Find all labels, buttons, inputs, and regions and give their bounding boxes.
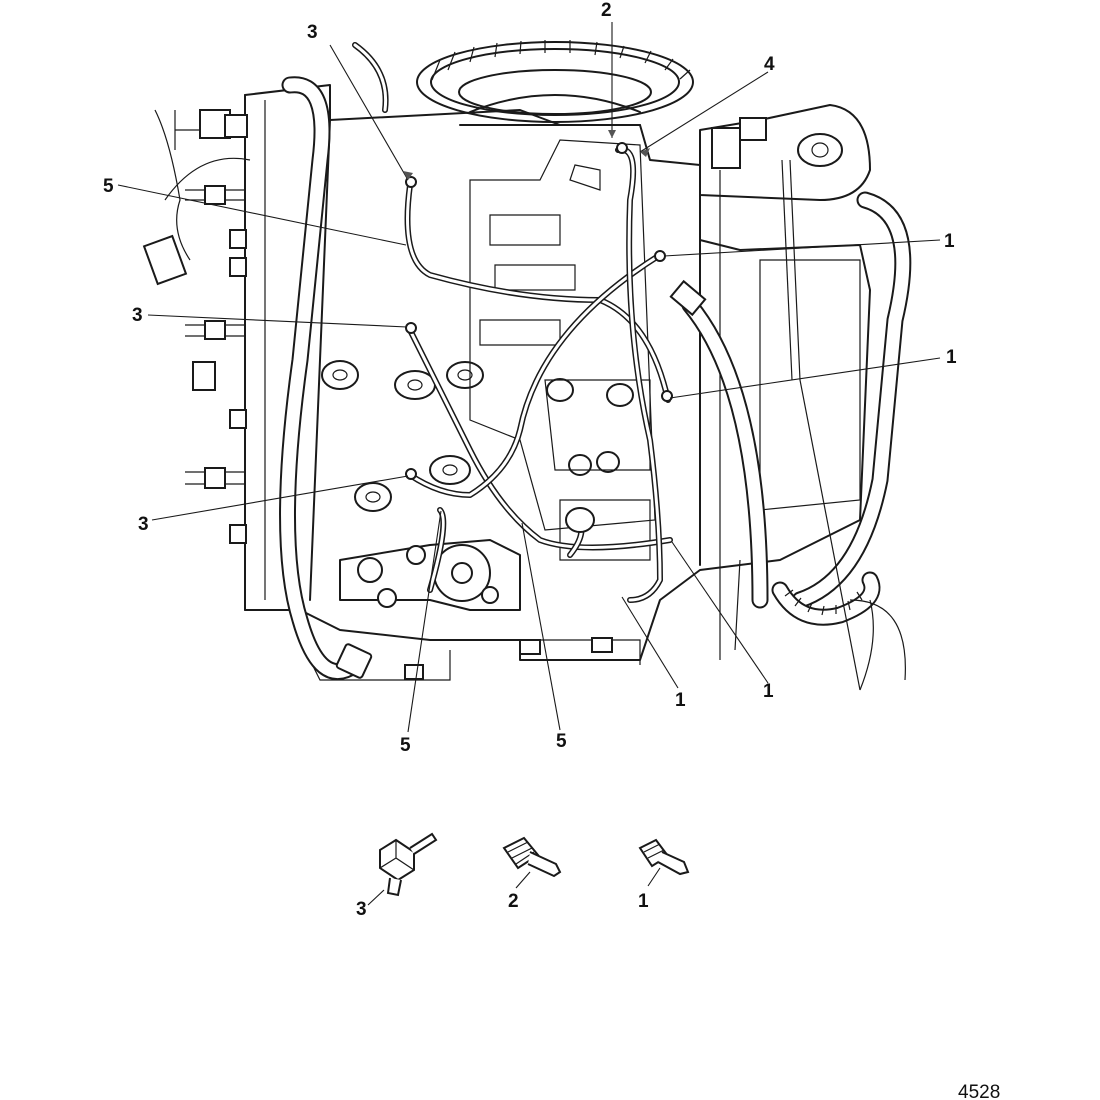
straight-fitting-label: 1 xyxy=(638,891,649,912)
callout-5-left: 5 xyxy=(103,176,114,197)
spark-plugs xyxy=(142,109,248,544)
wire-loom xyxy=(719,559,906,691)
fitting-details: 3 2 1 xyxy=(356,832,690,920)
barbed-fitting-label: 2 xyxy=(508,891,519,912)
wire-harness xyxy=(154,42,389,261)
callout-3-low: 3 xyxy=(138,514,149,535)
barbed-fitting: 2 xyxy=(502,836,562,912)
large-hose-right xyxy=(669,191,912,609)
callout-2-top: 2 xyxy=(601,0,612,21)
air-intake xyxy=(699,104,871,691)
elbow-fitting-label: 3 xyxy=(356,899,367,920)
large-hose-left xyxy=(279,76,373,681)
fuel-pump xyxy=(339,539,613,680)
small-hoses xyxy=(404,142,673,603)
callout-1-bottom-b: 1 xyxy=(763,681,774,702)
callout-4-top: 4 xyxy=(764,54,775,75)
callout-1-right-b: 1 xyxy=(946,347,957,368)
callout-3-mid: 3 xyxy=(132,305,143,326)
callout-5-bottom-b: 5 xyxy=(556,731,567,752)
leader-lines xyxy=(117,22,941,733)
callout-3-top: 3 xyxy=(307,22,318,43)
callout-1-bottom-a: 1 xyxy=(675,690,686,711)
callout-1-right-a: 1 xyxy=(944,231,955,252)
block-bosses xyxy=(321,360,634,512)
elbow-fitting: 3 xyxy=(356,832,438,920)
straight-fitting: 1 xyxy=(638,838,690,912)
callout-5-bottom-a: 5 xyxy=(400,735,411,756)
figure-number: 4528 xyxy=(958,1082,1000,1100)
callouts: 3 2 4 5 1 3 1 3 1 1 5 5 xyxy=(103,0,957,756)
